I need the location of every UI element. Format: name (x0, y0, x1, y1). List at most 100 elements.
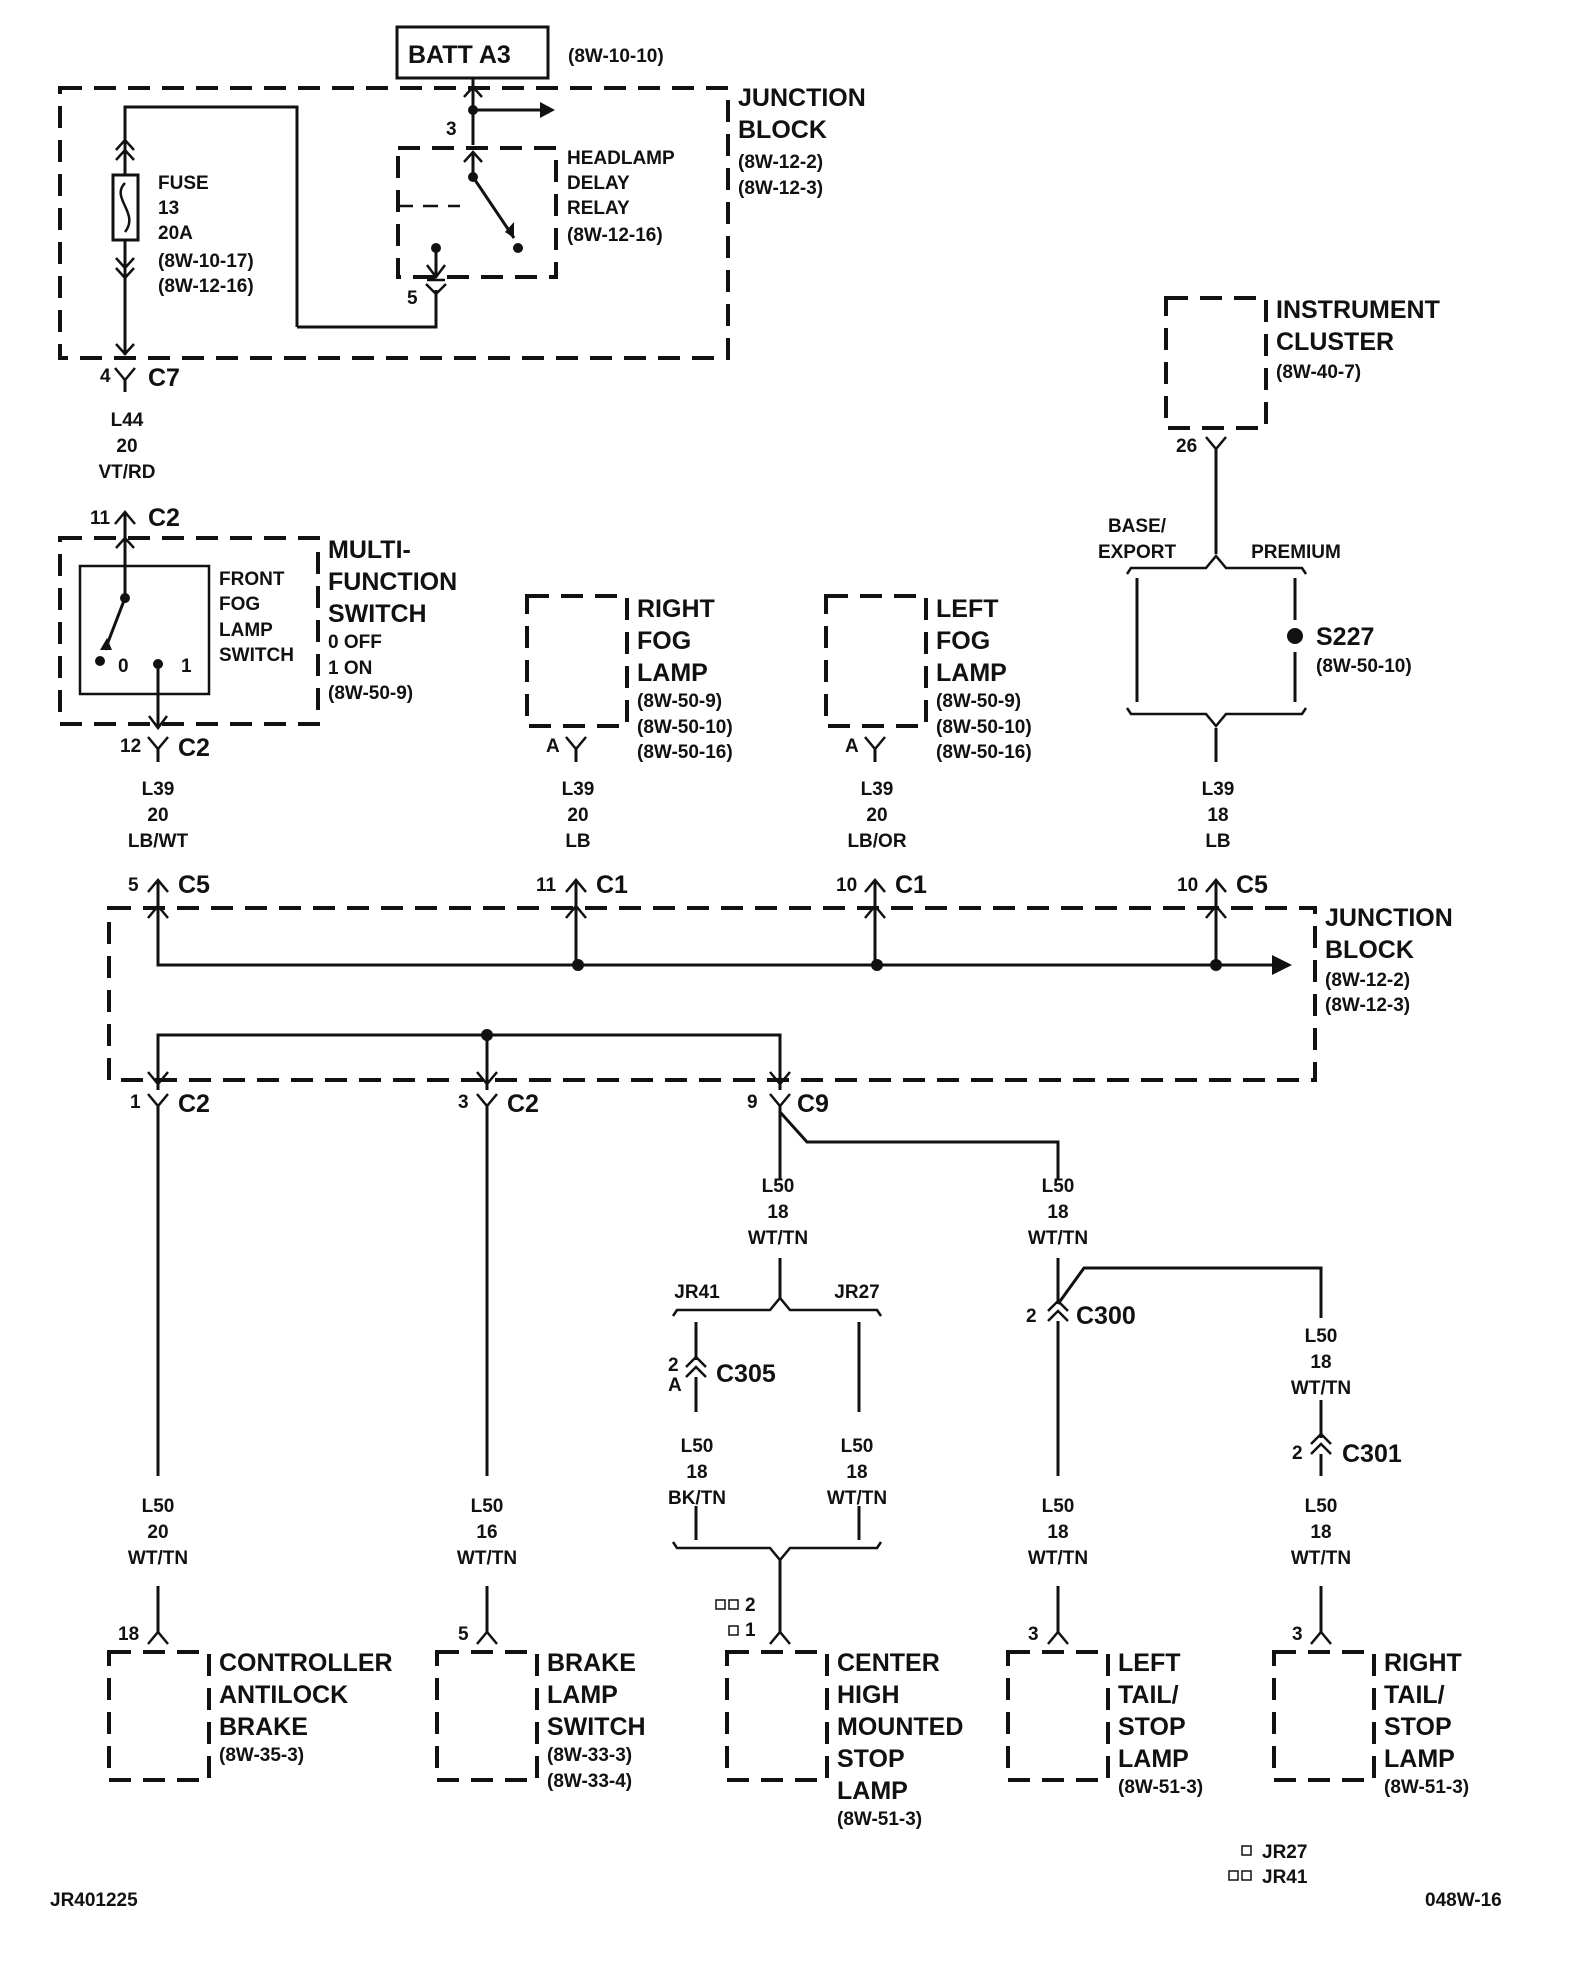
right-tail-stop-lamp-outline (1272, 1650, 1376, 1782)
relay-ref: (8W-12-16) (567, 225, 663, 246)
left-fog-lamp-ref-2: (8W-50-10) (936, 717, 1032, 738)
right-fog-lamp-ref-1: (8W-50-9) (637, 691, 722, 712)
c305-name: C305 (716, 1360, 776, 1388)
brake-lamp-switch-title-2: LAMP (547, 1681, 618, 1709)
wire-l50-9-circuit: L50 (1305, 1496, 1338, 1517)
c7-pin: 4 (100, 366, 111, 387)
wire-l39-d-circuit: L39 (1202, 779, 1235, 800)
brake-lamp-switch-title-3: SWITCH (547, 1713, 646, 1741)
abs-controller-title-1: CONTROLLER (219, 1649, 393, 1677)
chmsl-outline (725, 1650, 829, 1782)
wire-l50-8-gauge: 18 (1047, 1522, 1068, 1543)
left-tail-stop-lamp-title-4: LAMP (1118, 1745, 1189, 1773)
jb2-title-1: JUNCTION (1325, 904, 1453, 932)
brake-lamp-switch-outline (435, 1650, 539, 1782)
jb2-out-1-name: C2 (178, 1090, 210, 1118)
chmsl-pin-a: 2 (745, 1595, 756, 1616)
abs-controller-ref: (8W-35-3) (219, 1745, 304, 1766)
wire-l50-5-gauge: 18 (686, 1462, 707, 1483)
jb2-c1-a-name: C1 (596, 871, 628, 899)
top-junction-block-outline (58, 86, 730, 360)
wire-l44-color: VT/RD (99, 462, 156, 483)
chmsl-title-4: STOP (837, 1745, 905, 1773)
wire-l50-9-color: WT/TN (1291, 1548, 1351, 1569)
brake-lamp-switch-title-1: BRAKE (547, 1649, 636, 1677)
jb2-c5-left-name: C5 (178, 871, 210, 899)
wire-l50-4-gauge: 18 (1047, 1202, 1068, 1223)
splice-s227-ref: (8W-50-10) (1316, 656, 1412, 677)
battery-label: BATT A3 (408, 41, 511, 69)
jb2-out-2-pin: 3 (458, 1092, 469, 1113)
jb2-out-3-name: C9 (797, 1090, 829, 1118)
wire-l39-a-circuit: L39 (142, 779, 175, 800)
right-fog-lamp-title-2: FOG (637, 627, 691, 655)
left-fog-lamp-title-3: LAMP (936, 659, 1007, 687)
c305-pin-2: A (668, 1375, 682, 1396)
brake-lamp-switch-pin: 5 (458, 1624, 469, 1645)
wire-l39-b-circuit: L39 (562, 779, 595, 800)
jb2-c1-b-name: C1 (895, 871, 927, 899)
chmsl-pin-markers (715, 1599, 739, 1636)
instrument-cluster-ref: (8W-40-7) (1276, 362, 1361, 383)
left-fog-lamp-title-1: LEFT (936, 595, 999, 623)
mfs-outline (58, 536, 320, 726)
wire-l50-3-color: WT/TN (748, 1228, 808, 1249)
variant-premium-label: PREMIUM (1251, 542, 1341, 563)
top-junction-block-ref-2: (8W-12-3) (738, 178, 823, 199)
wire-l39-b-color: LB (565, 831, 590, 852)
instrument-cluster-connector (1205, 436, 1227, 451)
left-tail-stop-lamp-ref: (8W-51-3) (1118, 1777, 1203, 1798)
chmsl-title-5: LAMP (837, 1777, 908, 1805)
right-fog-lamp-connector (565, 736, 587, 751)
wire-l50-5-circuit: L50 (681, 1436, 714, 1457)
splice-s227-name: S227 (1316, 623, 1374, 651)
wire-l39-b-gauge: 20 (567, 805, 588, 826)
left-fog-lamp-pin: A (845, 736, 859, 757)
mfs-position-1: 1 (181, 656, 192, 677)
jb2-c1-b-pin: 10 (836, 875, 857, 896)
fuse-label-1: FUSE (158, 173, 209, 194)
left-tail-stop-lamp-title-3: STOP (1118, 1713, 1186, 1741)
left-tail-stop-lamp-title-2: TAIL/ (1118, 1681, 1179, 1709)
right-fog-lamp-title-3: LAMP (637, 659, 708, 687)
cluster-variant-branch (1125, 449, 1308, 762)
variant-base-label: BASE/ (1108, 516, 1167, 537)
fuse-ref-2: (8W-12-16) (158, 276, 254, 297)
right-fog-lamp-title-1: RIGHT (637, 595, 715, 623)
left-tail-stop-lamp-outline (1006, 1650, 1110, 1782)
abs-controller-title-2: ANTILOCK (219, 1681, 348, 1709)
wire-l50-3-gauge: 18 (767, 1202, 788, 1223)
mfs-title-2: FUNCTION (328, 568, 457, 596)
brake-lamp-switch-ref-2: (8W-33-4) (547, 1771, 632, 1792)
wire-l44-gauge: 20 (116, 436, 137, 457)
wire-l50-2-circuit: L50 (471, 1496, 504, 1517)
branch-jr41-label: JR41 (674, 1282, 720, 1303)
jb2-out-1-pin: 1 (130, 1092, 141, 1113)
brake-lamp-switch-ref-1: (8W-33-3) (547, 1745, 632, 1766)
jb2-output-connectors (147, 1093, 791, 1108)
fuse-label-2: 13 (158, 198, 179, 219)
c7-name: C7 (148, 364, 180, 392)
top-junction-block-title-2: BLOCK (738, 116, 827, 144)
top-junction-block-title-1: JUNCTION (738, 84, 866, 112)
wire-l50-4-color: WT/TN (1028, 1228, 1088, 1249)
left-fog-lamp-connector (864, 736, 886, 751)
headlamp-delay-relay (297, 78, 558, 329)
wire-l39-d-gauge: 18 (1207, 805, 1228, 826)
jb2-c1-a-pin: 11 (536, 875, 557, 896)
wire-l50-5-color: BK/TN (668, 1488, 726, 1509)
abs-controller-title-3: BRAKE (219, 1713, 308, 1741)
left-fog-lamp-outline (824, 594, 928, 728)
jb2-c5-right-name: C5 (1236, 871, 1268, 899)
mfs-switch-label-4: SWITCH (219, 645, 294, 666)
left-fog-lamp-ref-3: (8W-50-16) (936, 742, 1032, 763)
right-tail-stop-lamp-ref: (8W-51-3) (1384, 1777, 1469, 1798)
right-fog-lamp-outline (525, 594, 629, 728)
c7-connector-symbol (114, 367, 136, 382)
wire-l50-3-circuit: L50 (762, 1176, 795, 1197)
right-tail-stop-lamp-pin: 3 (1292, 1624, 1303, 1645)
mfs-title-3: SWITCH (328, 600, 427, 628)
footer-right-id: 048W-16 (1425, 1890, 1502, 1911)
left-tail-stop-lamp-title-1: LEFT (1118, 1649, 1181, 1677)
